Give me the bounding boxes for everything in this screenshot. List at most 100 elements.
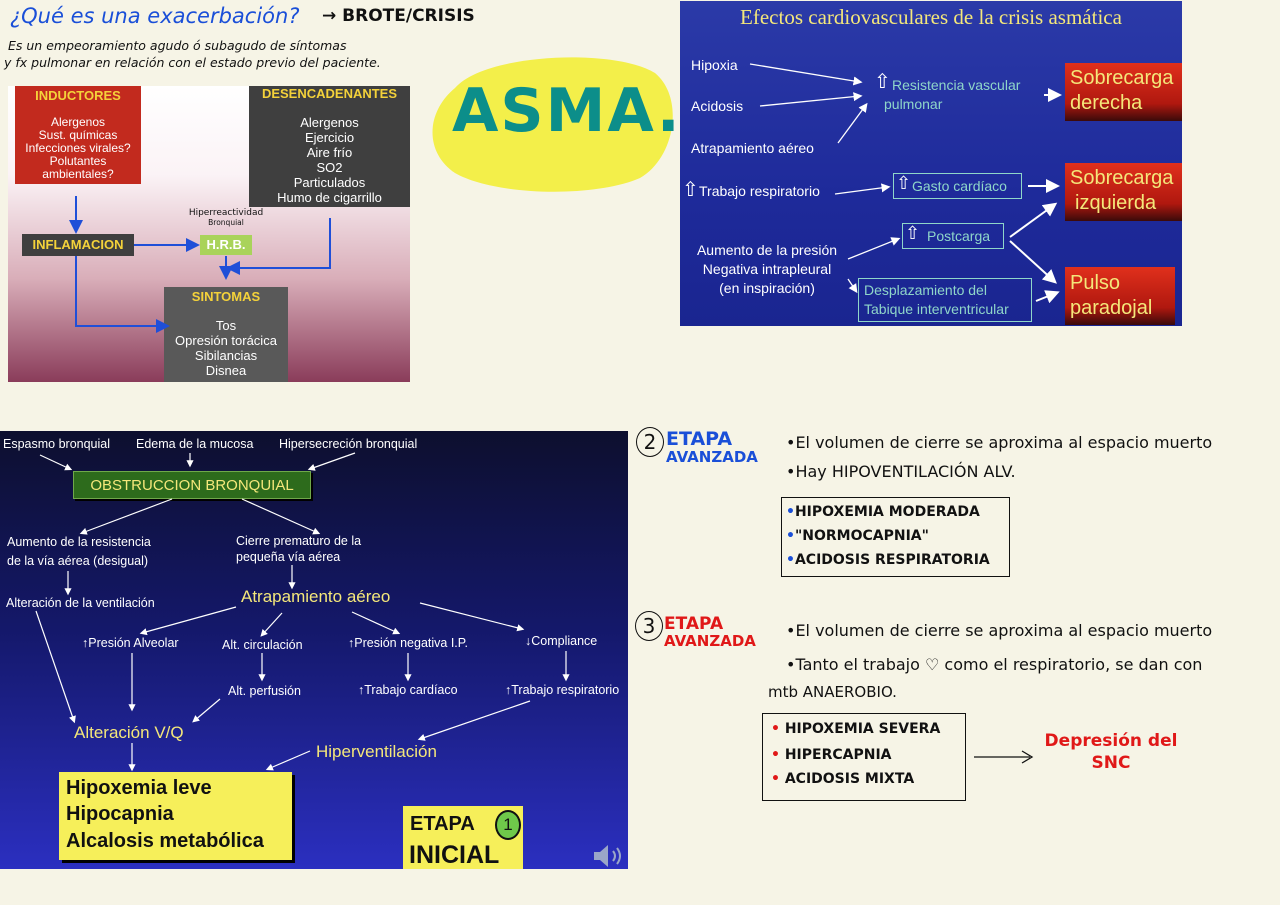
stage3-bullet1-text: El volumen de cierre se aproxima al espa… xyxy=(795,621,1213,640)
stage2-box-item: •"Normocapnia" xyxy=(786,528,929,544)
cause-hipoxia: Hipoxia xyxy=(691,57,738,73)
etapa-number: 1 xyxy=(495,810,521,840)
sintomas-item: Disnea xyxy=(205,363,247,378)
presion-negativa-text: Presión negativa I.P. xyxy=(354,636,468,650)
desplazamiento-line1: Desplazamiento del xyxy=(864,282,987,298)
alt-circulacion-label: Alt. circulación xyxy=(222,638,303,652)
up-arrow-icon: ↑ xyxy=(82,636,89,650)
inductores-item: Alergenos xyxy=(50,115,106,129)
stage3-bullet2: •Tanto el trabajo ♡ como el respiratorio… xyxy=(786,655,1203,674)
sintomas-item: Sibilancias xyxy=(194,348,258,363)
aumento-label: Aumento de la resistencia de la vía aére… xyxy=(7,533,151,571)
cierre-label: Cierre prematuro de la pequeña vía aérea xyxy=(236,533,361,565)
trabajo-respiratorio-label: ↑Trabajo respiratorio xyxy=(505,683,619,697)
presion-alveolar-text: Presión Alveolar xyxy=(88,636,179,650)
stage3-bullet1: •El volumen de cierre se aproxima al esp… xyxy=(786,621,1213,640)
alteracion-ventilacion-label: Alteración de la ventilación xyxy=(6,596,155,610)
sintomas-title: SINTOMAS xyxy=(191,289,261,304)
inflamacion-box: INFLAMACION xyxy=(22,234,134,256)
up-arrow-icon: ⇧ xyxy=(905,223,921,243)
inductores-item: Polutantes xyxy=(49,154,107,168)
triggers-diagram: INDUCTORES Alergenos Sust. químicas Infe… xyxy=(8,86,410,382)
inductores-title: INDUCTORES xyxy=(35,88,121,103)
stage2-label-line1: ETAPA xyxy=(666,428,733,450)
exacerbation-question: ¿Qué es una exacerbación? xyxy=(10,4,300,28)
stage3-result: Depresión del SNC xyxy=(1036,730,1186,774)
sobrecarga-izquierda-line2: izquierda xyxy=(1075,192,1157,214)
sintomas-item: Opresión torácica xyxy=(175,333,277,348)
compliance-label: ↓Compliance xyxy=(525,634,597,648)
pulso-line2: paradojal xyxy=(1070,297,1153,319)
stage3-number: 3 xyxy=(635,611,663,641)
up-arrow-icon: ↑ xyxy=(348,636,355,650)
stage3-label-line1: ETAPA xyxy=(664,614,724,634)
sintomas-box: SINTOMAS Tos Opresión torácica Sibilanci… xyxy=(164,287,288,382)
cierre-line2: pequeña vía aérea xyxy=(236,550,341,564)
result-box: Hipoxemia leve Hipocapnia Alcalosis meta… xyxy=(59,772,292,860)
stage3-box-text: Acidosis mixta xyxy=(784,771,915,787)
stage2-box-item: •Hipoxemia moderada xyxy=(786,504,980,520)
postcarga-box: ⇧ Postcarga xyxy=(902,223,1004,249)
stage2-box-item: •Acidosis respiratoria xyxy=(786,552,990,568)
stage3-bullet2-text: Tanto el trabajo ♡ como el respiratorio,… xyxy=(795,655,1203,674)
stage2-label: ETAPA AVANZADA xyxy=(666,428,758,466)
definition-line-1: Es un empeoramiento agudo ó subagudo de … xyxy=(8,38,347,53)
presion-line3: (en inspiración) xyxy=(719,280,815,296)
stage3-label-line2: AVANZADA xyxy=(664,632,756,650)
hrb-note: Hiperreactividad Bronquial xyxy=(186,208,266,227)
hipersecrecion-label: Hipersecreción bronquial xyxy=(279,437,418,451)
asma-title: ASMA. xyxy=(452,76,682,146)
inflamacion-label: INFLAMACION xyxy=(32,237,124,252)
stage3-result-line1: Depresión del xyxy=(1044,731,1178,751)
desencadenantes-item: Ejercicio xyxy=(304,130,355,145)
inductores-box: INDUCTORES Alergenos Sust. químicas Infe… xyxy=(15,86,141,184)
speaker-icon xyxy=(592,843,626,869)
up-arrow-icon: ↑ xyxy=(358,683,365,697)
cardio-slide: Efectos cardiovasculares de la crisis as… xyxy=(680,1,1182,326)
sobrecarga-derecha-box: Sobrecarga derecha xyxy=(1065,63,1182,121)
hrb-note-line2: Bronquial xyxy=(208,218,244,227)
stage3-box-item: • Hipercapnia xyxy=(771,747,892,763)
sobrecarga-izquierda-line1: Sobrecarga xyxy=(1070,167,1174,189)
cardio-title: Efectos cardiovasculares de la crisis as… xyxy=(740,5,1122,29)
brote-crisis-label: → BROTE/CRISIS xyxy=(322,6,475,26)
edema-label: Edema de la mucosa xyxy=(136,437,254,451)
cause-atrapamiento: Atrapamiento aéreo xyxy=(691,140,814,156)
obstruccion-label: OBSTRUCCION BRONQUIAL xyxy=(90,477,294,494)
espasmo-label: Espasmo bronquial xyxy=(3,437,111,451)
pulso-line1: Pulso xyxy=(1070,272,1121,294)
stage2-box-text: "Normocapnia" xyxy=(794,528,929,544)
up-arrow-icon: ⇧ xyxy=(682,179,699,201)
trabajo-respiratorio-label: Trabajo respiratorio xyxy=(699,183,820,199)
resistencia-line1: Resistencia vascular xyxy=(892,77,1021,93)
result-item: Hipocapnia xyxy=(66,803,174,825)
trabajo-cardiaco-text: Trabajo cardíaco xyxy=(364,683,458,697)
sintomas-item: Tos xyxy=(215,318,237,333)
aumento-line1: Aumento de la resistencia xyxy=(7,535,151,549)
desplazamiento-line2: Tabique interventricular xyxy=(864,301,1009,317)
trabajo-respiratorio-text: Trabajo respiratorio xyxy=(511,683,620,697)
alteracion-vq-label: Alteración V/Q xyxy=(74,723,184,742)
presion-alveolar-label: ↑Presión Alveolar xyxy=(82,636,179,650)
trabajo-cardiaco-label: ↑Trabajo cardíaco xyxy=(358,683,458,697)
desencadenantes-item: Alergenos xyxy=(300,115,359,130)
stage3-box-text: Hipercapnia xyxy=(784,747,892,763)
etapa-label: ETAPA xyxy=(410,813,475,835)
stage2-box: •Hipoxemia moderada •"Normocapnia" •Acid… xyxy=(781,497,1010,577)
stage3-box-item: • Hipoxemia severa xyxy=(771,721,941,737)
stage2-bullet-text: Hay HIPOVENTILACIÓN ALV. xyxy=(795,462,1016,481)
up-arrow-icon: ⇧ xyxy=(896,173,912,193)
etapa-name: INICIAL xyxy=(409,841,500,869)
stage2-bullet: •El volumen de cierre se aproxima al esp… xyxy=(786,433,1213,452)
stage3-bullet2-line2: mtb ANAEROBIO. xyxy=(768,683,897,701)
obstruccion-box: OBSTRUCCION BRONQUIAL xyxy=(73,471,311,499)
hiperventilacion-label: Hiperventilación xyxy=(316,742,437,761)
postcarga-label: Postcarga xyxy=(927,228,991,244)
resistencia-line2: pulmonar xyxy=(884,96,943,112)
stage2-label-line2: AVANZADA xyxy=(666,448,758,466)
hrb-note-line1: Hiperreactividad xyxy=(188,208,264,218)
stage2-number: 2 xyxy=(636,427,664,457)
hrb-box: H.R.B. xyxy=(200,235,252,255)
sobrecarga-izquierda-box: Sobrecarga izquierda xyxy=(1065,163,1182,221)
gasto-cardiaco-box: ⇧ Gasto cardíaco xyxy=(893,173,1022,199)
